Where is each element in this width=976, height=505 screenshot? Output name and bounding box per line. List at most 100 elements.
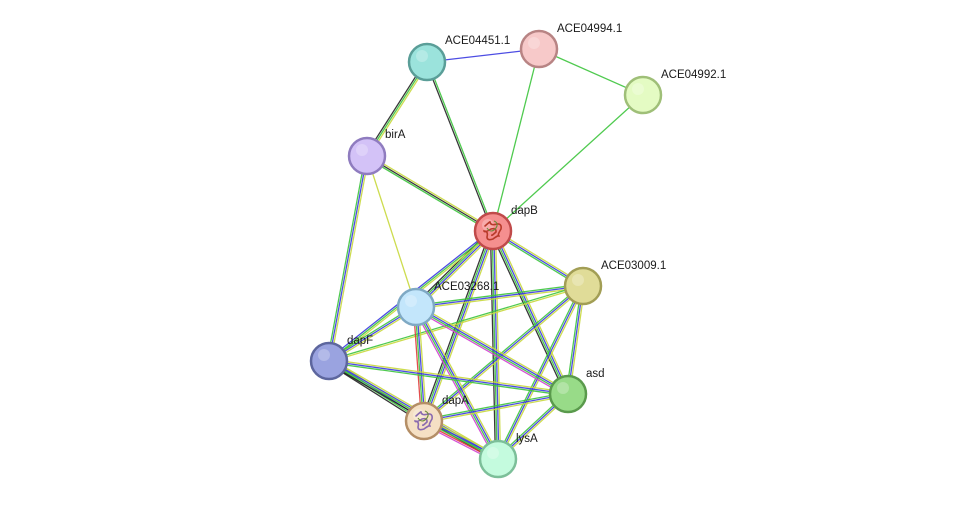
node-circle[interactable] — [396, 287, 436, 327]
node-birA[interactable]: birA — [347, 129, 406, 176]
node-highlight — [487, 447, 499, 459]
edge-evidence-line — [417, 305, 501, 459]
edge-dapB-dapA[interactable] — [420, 229, 497, 423]
edge-ACE03009.1-ACE03268.1[interactable] — [415, 283, 584, 310]
node-label: ACE03268.1 — [434, 281, 499, 293]
node-label: birA — [385, 129, 406, 141]
node-label: lysA — [516, 433, 538, 445]
node-dapF[interactable]: dapF — [309, 335, 373, 381]
edge-evidence-line — [415, 285, 584, 308]
edge-evidence-line — [425, 62, 493, 232]
node-ACE03009.1[interactable]: ACE03009.1 — [563, 260, 666, 306]
node-ACE03268.1[interactable]: ACE03268.1 — [396, 281, 499, 327]
protein-structure-icon — [482, 220, 502, 241]
edge-evidence-line — [491, 231, 568, 395]
node-circle[interactable] — [519, 29, 559, 69]
edge-ACE04451.1-dapB[interactable] — [425, 61, 495, 232]
node-dapB[interactable]: dapB — [473, 205, 538, 251]
edge-evidence-line — [330, 156, 370, 362]
edge-evidence-line — [416, 304, 570, 393]
edge-dapB-lysA[interactable] — [489, 230, 502, 460]
protein-structure-icon — [413, 410, 433, 431]
edge-evidence-line — [366, 155, 417, 308]
edge-evidence-line — [326, 155, 366, 361]
node-highlight — [416, 50, 428, 62]
edge-ACE03268.1-lysA[interactable] — [413, 305, 501, 461]
edge-evidence-line — [416, 305, 569, 394]
edges-layer — [326, 48, 644, 463]
edge-evidence-line — [328, 155, 368, 362]
edge-evidence-line — [423, 391, 568, 420]
node-circle[interactable] — [407, 42, 447, 82]
edge-evidence-line — [494, 229, 571, 394]
edge-dapB-asd[interactable] — [490, 229, 571, 396]
edge-evidence-line — [498, 286, 586, 461]
edge-evidence-line — [492, 48, 540, 232]
edge-birA-dapB[interactable] — [365, 153, 495, 234]
edge-evidence-line — [329, 286, 584, 363]
edge-dapF-asd[interactable] — [328, 358, 569, 397]
node-dapA[interactable]: dapA — [404, 395, 469, 441]
node-lysA[interactable]: lysA — [478, 433, 538, 479]
node-label: ACE04992.1 — [661, 69, 726, 81]
node-highlight — [356, 144, 368, 156]
node-highlight — [405, 295, 417, 307]
edge-evidence-line — [420, 229, 492, 421]
edge-evidence-line — [328, 284, 583, 361]
node-highlight — [413, 409, 425, 421]
edge-ACE03009.1-lysA[interactable] — [495, 284, 586, 461]
edge-ACE04992.1-dapB[interactable] — [492, 94, 644, 232]
edge-evidence-line — [427, 61, 495, 231]
node-highlight — [482, 219, 494, 231]
node-label: ACE04451.1 — [445, 35, 510, 47]
edge-evidence-line — [415, 283, 583, 306]
edge-evidence-line — [414, 307, 498, 460]
edge-evidence-line — [497, 285, 584, 460]
protein-structure-ribbon — [482, 221, 502, 241]
edge-evidence-line — [422, 284, 583, 421]
node-circle[interactable] — [309, 341, 349, 381]
node-label: ACE03009.1 — [601, 260, 666, 272]
edge-evidence-line — [329, 358, 569, 393]
node-circle[interactable] — [548, 374, 588, 414]
edge-evidence-line — [365, 156, 493, 234]
edge-birA-ACE03268.1[interactable] — [366, 155, 417, 308]
node-ACE04451.1[interactable]: ACE04451.1 — [407, 35, 510, 82]
node-label: ACE04994.1 — [557, 23, 622, 35]
edge-evidence-line — [415, 307, 568, 396]
edge-evidence-line — [367, 153, 495, 231]
node-highlight — [632, 83, 644, 95]
node-ACE04994.1[interactable]: ACE04994.1 — [519, 23, 622, 69]
edge-evidence-line — [495, 284, 583, 459]
node-asd[interactable]: asd — [548, 368, 605, 414]
node-circle[interactable] — [623, 75, 663, 115]
edge-evidence-line — [413, 307, 497, 461]
edge-birA-dapF[interactable] — [326, 155, 370, 362]
edge-evidence-line — [493, 230, 500, 459]
edge-evidence-line — [424, 395, 569, 424]
node-highlight — [528, 37, 540, 49]
node-highlight — [318, 349, 330, 361]
edge-ACE03268.1-asd[interactable] — [414, 304, 570, 397]
protein-structure-strand — [417, 410, 429, 422]
node-circle[interactable] — [563, 266, 603, 306]
node-highlight — [572, 274, 584, 286]
edge-evidence-line — [491, 231, 498, 460]
edge-evidence-line — [492, 94, 644, 232]
edge-evidence-line — [414, 308, 568, 397]
node-ACE04992.1[interactable]: ACE04992.1 — [623, 69, 726, 115]
protein-structure-ribbon — [413, 411, 433, 431]
edge-evidence-line — [328, 360, 569, 395]
edge-asd-dapA[interactable] — [423, 391, 569, 424]
node-circle[interactable] — [347, 136, 387, 176]
edge-evidence-line — [366, 155, 494, 232]
node-label: asd — [586, 368, 605, 380]
edge-evidence-line — [423, 393, 569, 422]
edge-ACE04994.1-dapB[interactable] — [492, 48, 540, 232]
edge-evidence-line — [328, 362, 568, 397]
node-highlight — [557, 382, 569, 394]
edge-ACE03009.1-dapF[interactable] — [328, 284, 584, 363]
edge-evidence-line — [490, 231, 567, 396]
node-circle[interactable] — [478, 439, 518, 479]
